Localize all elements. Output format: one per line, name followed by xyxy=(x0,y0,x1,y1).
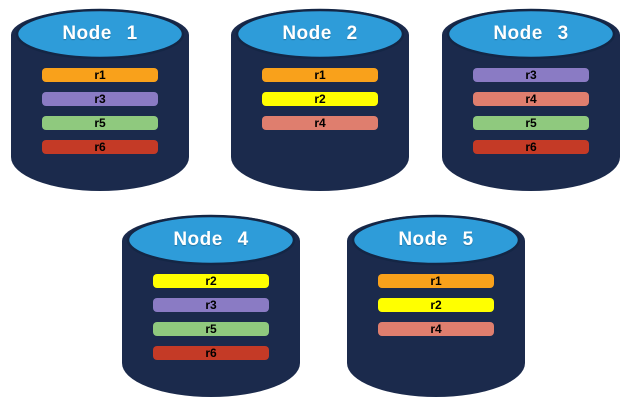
replica-bar-r2: r2 xyxy=(153,274,269,288)
replica-bar-r3: r3 xyxy=(42,92,158,106)
replica-bar-r6: r6 xyxy=(473,140,589,154)
node-title: Node 5 xyxy=(398,229,474,250)
node-2: Node 2 r1 r2 r4 xyxy=(231,5,409,195)
node-1: Node 1 r1 r3 r5 r6 xyxy=(11,5,189,195)
replica-bar-r4: r4 xyxy=(378,322,494,336)
replica-bar-r6: r6 xyxy=(42,140,158,154)
replica-bar-r4: r4 xyxy=(262,116,378,130)
node-title: Node 3 xyxy=(493,23,569,44)
node-title: Node 1 xyxy=(62,23,138,44)
replica-bar-r1: r1 xyxy=(42,68,158,82)
node-title: Node 4 xyxy=(173,229,249,250)
replica-bar-r3: r3 xyxy=(153,298,269,312)
replica-bar-r6: r6 xyxy=(153,346,269,360)
replica-list: r2 r3 r5 r6 xyxy=(153,274,269,370)
replica-list: r1 r2 r4 xyxy=(378,274,494,346)
node-5: Node 5 r1 r2 r4 xyxy=(347,211,525,401)
node-3: Node 3 r3 r4 r5 r6 xyxy=(442,5,620,195)
cylinder-top-face xyxy=(446,8,616,60)
node-4: Node 4 r2 r3 r5 r6 xyxy=(122,211,300,401)
replica-list: r1 r2 r4 xyxy=(262,68,378,140)
replica-list: r1 r3 r5 r6 xyxy=(42,68,158,164)
cylinder-top-face xyxy=(351,214,521,266)
replica-bar-r2: r2 xyxy=(378,298,494,312)
node-title: Node 2 xyxy=(282,23,358,44)
replica-bar-r5: r5 xyxy=(473,116,589,130)
replica-bar-r2: r2 xyxy=(262,92,378,106)
replica-list: r3 r4 r5 r6 xyxy=(473,68,589,164)
replica-bar-r1: r1 xyxy=(262,68,378,82)
replica-bar-r1: r1 xyxy=(378,274,494,288)
cylinder-top-face xyxy=(126,214,296,266)
cylinder-top-face xyxy=(235,8,405,60)
replica-bar-r4: r4 xyxy=(473,92,589,106)
replica-bar-r3: r3 xyxy=(473,68,589,82)
cylinder-top-face xyxy=(15,8,185,60)
replica-bar-r5: r5 xyxy=(153,322,269,336)
replica-bar-r5: r5 xyxy=(42,116,158,130)
